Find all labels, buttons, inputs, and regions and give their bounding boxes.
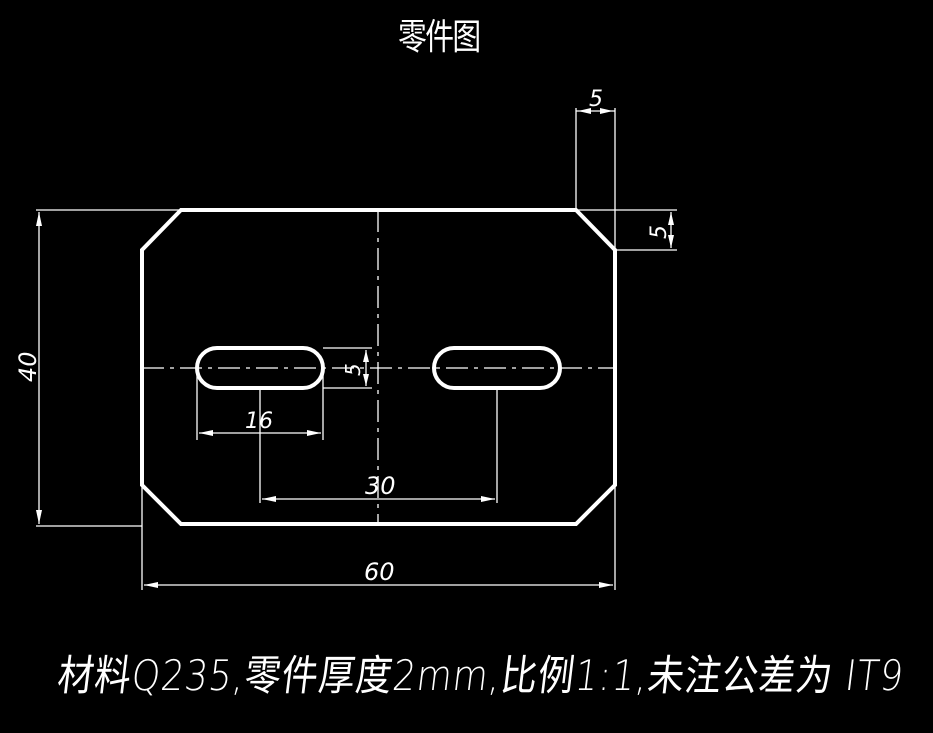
drawing-title: 零件图 <box>398 17 481 58</box>
dim-label-slot-width: 5 <box>341 363 365 376</box>
dim-slot-spacing <box>259 388 498 503</box>
dim-label-slot-length: 16 <box>245 409 273 434</box>
part-outline <box>140 208 617 526</box>
drawing-note: 材料Q235,零件厚度2mm,比例1:1,未注公差为 IT9 <box>54 651 907 700</box>
dim-label-overall-height: 40 <box>14 351 42 382</box>
dim-overall-width <box>141 487 616 590</box>
dim-slot-width <box>323 347 372 389</box>
dim-label-chamfer-horizontal: 5 <box>589 87 603 112</box>
dim-overall-height <box>36 209 181 527</box>
dim-chamfer-vertical <box>576 209 677 251</box>
dim-label-slot-spacing: 30 <box>365 472 396 500</box>
dim-chamfer-horizontal <box>575 108 616 250</box>
dim-label-chamfer-vertical: 5 <box>647 225 672 239</box>
dim-label-overall-width: 60 <box>364 558 395 586</box>
